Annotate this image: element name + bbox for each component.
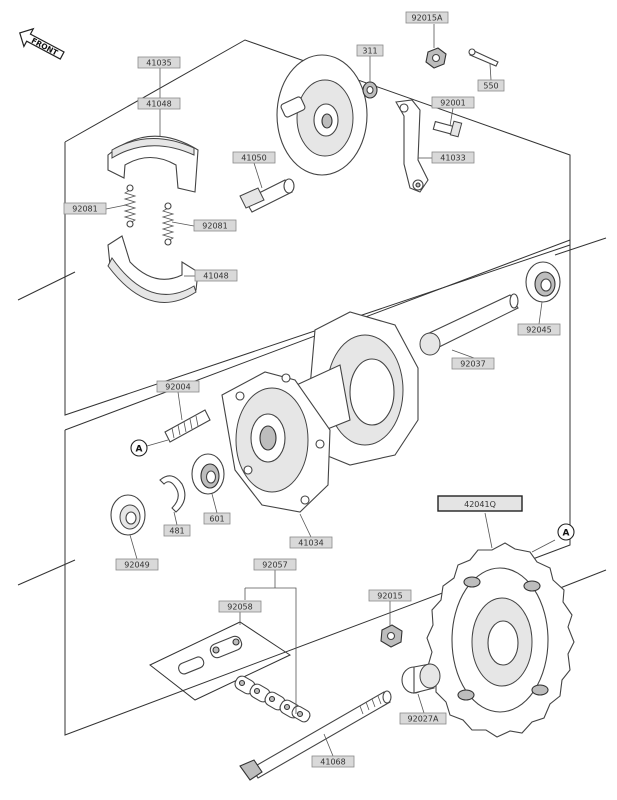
label-41048-upper: 41048 xyxy=(137,97,181,110)
label-481: 481 xyxy=(163,524,191,537)
label-92049: 92049 xyxy=(115,558,159,571)
brake-shoe-lower xyxy=(107,235,199,303)
bolt-92001-part xyxy=(432,120,463,138)
label-92015-text: 92015 xyxy=(377,592,402,601)
label-41034: 41034 xyxy=(289,536,333,549)
label-311-text: 311 xyxy=(362,47,377,56)
stud-bolt-92004-part xyxy=(164,409,211,443)
label-92001: 92001 xyxy=(431,96,475,109)
brake-panel-part xyxy=(276,54,368,176)
master-link-plate-part xyxy=(209,635,243,659)
front-direction-badge: FRONT xyxy=(19,27,65,60)
label-601: 601 xyxy=(203,512,231,525)
nut-92015-part xyxy=(380,624,403,648)
upper-frame xyxy=(17,39,607,416)
label-92081-left-text: 92081 xyxy=(72,205,97,214)
label-601-text: 601 xyxy=(209,515,224,524)
bearing-601-part xyxy=(191,453,225,495)
label-92027A: 92027A xyxy=(399,712,447,725)
label-42041Q-text: 42041Q xyxy=(464,500,496,509)
circlip-481-part xyxy=(159,475,186,513)
label-41035: 41035 xyxy=(137,56,181,69)
nut-92015A-part xyxy=(425,47,447,69)
label-41034-text: 41034 xyxy=(298,539,323,548)
label-41033: 41033 xyxy=(431,151,475,164)
label-92049-text: 92049 xyxy=(124,561,149,570)
oil-seal-92049-part xyxy=(110,494,146,536)
label-92057: 92057 xyxy=(253,558,297,571)
label-92015A: 92015A xyxy=(405,11,449,24)
label-41035-text: 41035 xyxy=(146,59,171,68)
label-481-text: 481 xyxy=(169,527,184,536)
label-92001-text: 92001 xyxy=(440,99,465,108)
brake-camshaft-part xyxy=(239,178,295,213)
label-41033-text: 41033 xyxy=(440,154,465,163)
sprocket-42041Q-part xyxy=(426,542,575,738)
label-92045-text: 92045 xyxy=(526,326,551,335)
marker-a-right-text: A xyxy=(563,529,570,539)
label-92037-text: 92037 xyxy=(460,360,485,369)
marker-a-left-text: A xyxy=(136,445,143,455)
label-550: 550 xyxy=(477,79,505,92)
label-92081-right: 92081 xyxy=(193,219,237,232)
brake-shoe-upper xyxy=(107,135,199,193)
master-link-clip-part xyxy=(178,656,205,675)
front-label: FRONT xyxy=(30,36,60,58)
chain-joint-kit-area xyxy=(149,621,292,701)
label-42041Q: 42041Q xyxy=(437,495,523,512)
label-550-text: 550 xyxy=(483,82,498,91)
label-92004: 92004 xyxy=(156,380,200,393)
label-92057-text: 92057 xyxy=(262,561,287,570)
axle-41068-part xyxy=(239,690,392,781)
label-41048-lower: 41048 xyxy=(194,269,238,282)
cotter-pin-550-part xyxy=(468,48,499,67)
label-41048-upper-text: 41048 xyxy=(146,100,171,109)
label-41048-lower-text: 41048 xyxy=(203,272,228,281)
reference-marker-a-right: A xyxy=(557,523,575,541)
label-92037: 92037 xyxy=(451,357,495,370)
label-92015: 92015 xyxy=(368,589,412,602)
leader-lines xyxy=(105,24,556,757)
label-92081-left: 92081 xyxy=(63,202,107,215)
label-92027A-text: 92027A xyxy=(408,715,439,724)
label-41068-text: 41068 xyxy=(320,758,345,767)
label-92015A-text: 92015A xyxy=(412,14,443,23)
label-41068: 41068 xyxy=(311,755,355,768)
brake-cam-lever-part xyxy=(395,99,429,193)
bearing-92045-part xyxy=(525,261,561,303)
label-92081-right-text: 92081 xyxy=(202,222,227,231)
reference-marker-a-left: A xyxy=(130,439,148,457)
label-92004-text: 92004 xyxy=(165,383,190,392)
spring-left xyxy=(123,184,137,228)
label-92045: 92045 xyxy=(517,323,561,336)
spacer-92027A-part xyxy=(401,663,441,694)
spring-right xyxy=(161,202,175,246)
label-92058-text: 92058 xyxy=(227,603,252,612)
washer-311-part xyxy=(362,81,378,99)
label-311: 311 xyxy=(356,44,384,57)
hub-41034-part xyxy=(221,311,419,513)
collar-92037-part xyxy=(419,293,519,356)
label-41050-text: 41050 xyxy=(241,154,266,163)
label-41050: 41050 xyxy=(232,151,276,164)
lower-frame xyxy=(17,239,607,736)
drive-chain-92057-part xyxy=(234,675,311,723)
label-92058: 92058 xyxy=(218,600,262,613)
